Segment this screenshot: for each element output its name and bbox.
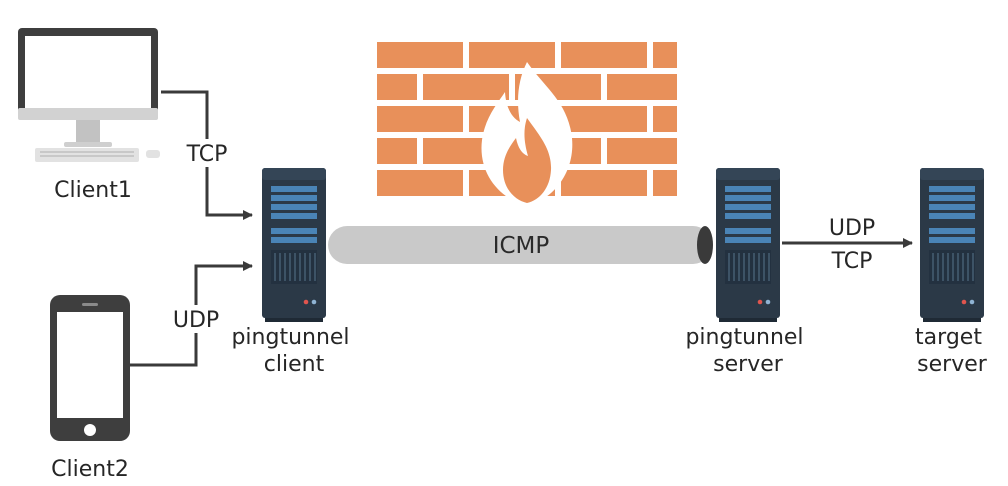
client2-label: Client2 — [51, 457, 129, 482]
server-to-target-protocol-label: UDP — [829, 216, 875, 241]
pingtunnel-server-label: pingtunnel server — [685, 325, 810, 377]
server-tower-icon — [920, 168, 984, 322]
firewall-icon — [377, 42, 677, 206]
client2-protocol-label: UDP — [173, 308, 219, 333]
smartphone-icon — [50, 295, 130, 441]
tunnel-protocol-label: ICMP — [493, 233, 550, 259]
pingtunnel-client-label: pingtunnel client — [231, 325, 356, 377]
server-tower-icon — [262, 168, 326, 322]
icmp-tunnel: ICMP — [328, 226, 713, 264]
server-to-target-protocol-label: TCP — [831, 249, 873, 274]
target-server-label: target server — [915, 325, 989, 377]
server-tower-icon — [716, 168, 780, 322]
client1-protocol-label: TCP — [186, 142, 228, 167]
client1-label: Client1 — [54, 178, 132, 203]
desktop-computer-icon — [18, 28, 160, 162]
flame-icon — [481, 62, 573, 206]
